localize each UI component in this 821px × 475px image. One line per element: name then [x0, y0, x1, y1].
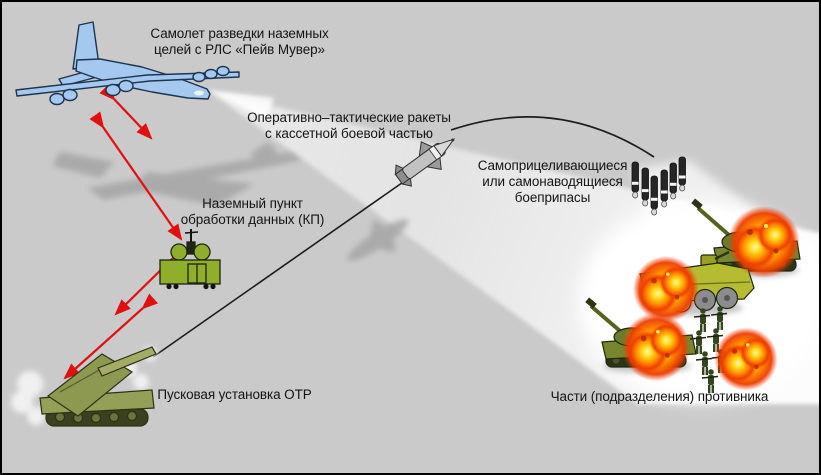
explosion-icon	[714, 327, 778, 391]
engine-pod	[204, 68, 218, 80]
tank-barrel	[589, 304, 622, 333]
aircraft-wing	[15, 71, 240, 97]
missile-icon	[394, 138, 456, 187]
datalink-arrow	[89, 111, 183, 241]
missile-shadow	[347, 218, 409, 261]
launcher-icon	[11, 346, 157, 427]
launcher-roadwheel	[54, 411, 66, 423]
submunition	[631, 161, 639, 199]
submunition	[641, 167, 649, 207]
launcher-rail	[97, 346, 157, 377]
tank-barrel	[696, 206, 732, 238]
engine-pod	[216, 65, 230, 77]
launcher-roadwheel	[90, 412, 102, 424]
missile-trajectory-line	[152, 170, 420, 358]
apc-barrel	[714, 250, 730, 261]
enemy-label: Части (подразделения) противника	[550, 389, 769, 404]
engine-pod	[105, 83, 121, 97]
aircraft-nose-highlight	[194, 90, 204, 96]
launcher-label: Пусковая установка ОТР	[157, 387, 312, 402]
station-wheel	[173, 283, 179, 290]
munitions-arc-line	[450, 116, 655, 158]
soldier	[710, 306, 728, 330]
datalink-arrow	[99, 84, 153, 140]
radar-beam-nose-flash	[208, 90, 274, 120]
engine-pod	[62, 88, 78, 102]
recon-aircraft-icon	[15, 21, 240, 106]
missile-fin	[394, 164, 405, 176]
submunitions-icon	[631, 156, 686, 216]
submunition	[660, 169, 668, 208]
tank-muzzle	[691, 198, 703, 210]
datalink-arrow	[63, 293, 159, 380]
explosion-icon	[728, 206, 800, 278]
station-antenna-bar	[184, 231, 199, 234]
ground-station-icon	[159, 229, 221, 290]
soldier	[695, 351, 713, 375]
station-wheel	[166, 283, 172, 290]
engine-pod	[118, 79, 134, 93]
munitions-label: Самоприцеливающиеся или самонаводящиеся …	[477, 158, 628, 206]
submunition	[669, 162, 677, 200]
missile-nose	[433, 138, 456, 158]
explosion-icon	[632, 255, 700, 323]
explosion-icon	[621, 312, 691, 382]
soldier	[693, 308, 711, 332]
engine-pod	[49, 92, 65, 106]
station-wheel	[210, 283, 216, 290]
launcher-roadwheel	[108, 411, 120, 423]
missile-fin	[401, 177, 412, 187]
station-dish	[193, 243, 211, 261]
launcher-roadwheel	[126, 410, 138, 422]
soldier	[689, 330, 707, 354]
submunition	[678, 156, 686, 192]
soldier	[701, 369, 719, 393]
station-label: Наземный пункт обработки данных (КП)	[180, 196, 325, 228]
datalink-arrows-icon	[63, 84, 188, 380]
station-dish	[170, 243, 188, 261]
submunition	[650, 175, 658, 216]
aircraft-label: Самолет разведки наземных целей с РЛС «П…	[150, 26, 329, 58]
missiles-label: Оперативно–тактические ракеты с кассетно…	[247, 110, 451, 142]
station-wheel	[203, 283, 209, 290]
engine-pod	[192, 71, 206, 83]
tank-muzzle	[585, 297, 597, 309]
